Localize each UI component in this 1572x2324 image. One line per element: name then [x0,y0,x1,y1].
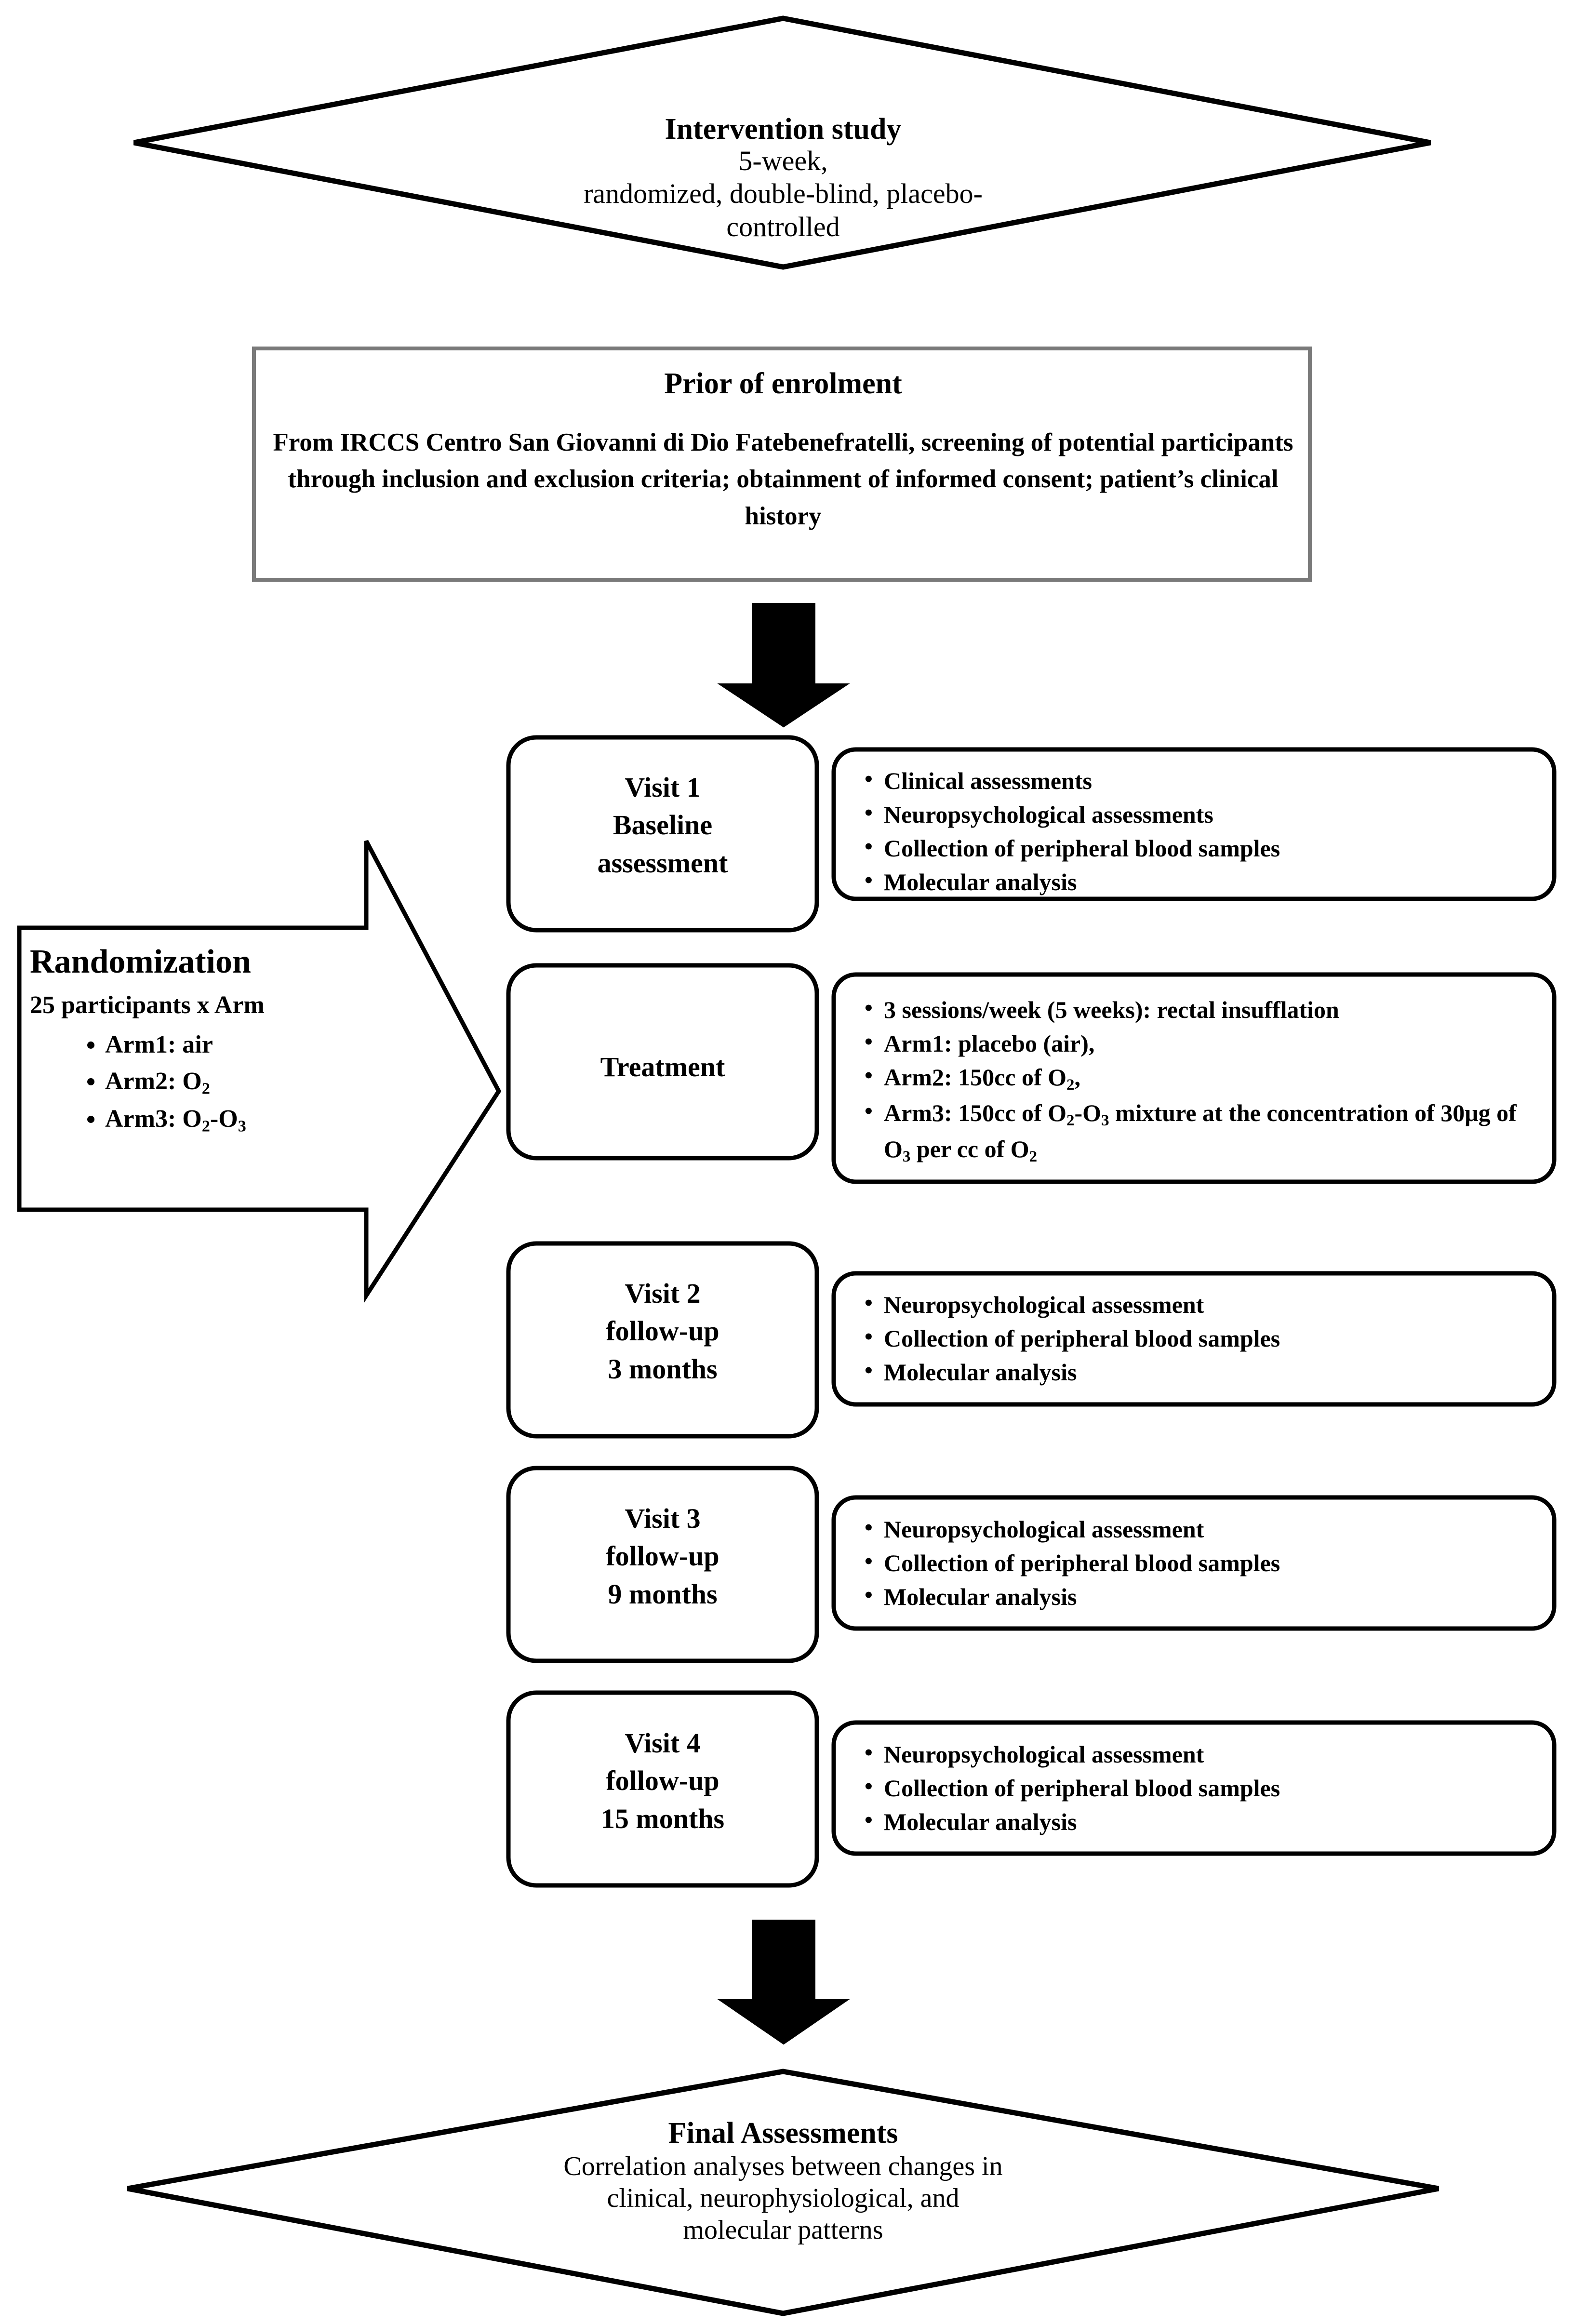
arm-label-1: Arm1: air [105,1031,213,1058]
final-assessments-title: Final Assessments [668,2117,898,2150]
detail-item: Molecular analysis [863,864,1537,899]
arrow-visits-to-final-icon [717,1920,850,2045]
detail-text: Clinical assessments [884,767,1092,794]
stage-label-treatment: Treatment [600,1051,725,1082]
detail-item: Arm3: 150cc of O2-O3 mixture at the conc… [863,1095,1537,1168]
randomization-arm-item: Arm1: air [105,1027,471,1063]
stage-box-visit-1 [506,735,819,933]
arm-label-3: Arm3: O2-O3 [105,1105,246,1135]
detail-item: Molecular analysis [863,1579,1537,1614]
detail-text: Collection of peripheral blood samples [884,1775,1280,1802]
final-assessments-diamond [127,2069,1439,2316]
randomization-subtitle: 25 participants x Arm [30,991,265,1019]
detail-item: Neuropsychological assessment [863,1287,1537,1322]
detail-item: Arm1: placebo (air), [863,1026,1537,1060]
intervention-study-title: Intervention study [665,113,902,146]
detail-text: Arm3: 150cc of O2-O3 mixture at the conc… [884,1099,1517,1166]
detail-text: Molecular analysis [884,1359,1077,1386]
detail-text: Collection of peripheral blood samples [884,1549,1280,1576]
stage-box-visit-4 [506,1690,819,1888]
detail-text: Molecular analysis [884,1583,1077,1610]
intervention-study-subtitle: 5-week, randomized, double-blind, placeb… [584,145,983,242]
randomization-arrow-shape [17,840,502,1303]
detail-item: Collection of peripheral blood samples [863,830,1537,865]
prior-of-enrolment-title: Prior of enrolment [664,367,902,400]
detail-text: 3 sessions/week (5 weeks): rectal insuff… [884,996,1339,1023]
prior-of-enrolment-body: From IRCCS Centro San Giovanni di Dio Fa… [273,428,1293,530]
stage-box-visit-2 [506,1241,819,1439]
intervention-study-diamond [133,15,1431,270]
detail-text: Collection of peripheral blood samples [884,1325,1280,1352]
detail-text: Neuropsychological assessment [884,1516,1204,1543]
detail-text: Arm2: 150cc of O2, [884,1064,1081,1094]
detail-list-visit-1: Clinical assessments Neuropsychological … [863,763,1537,899]
detail-item: Molecular analysis [863,1354,1537,1389]
detail-text: Neuropsychological assessment [884,1741,1204,1768]
detail-item: Collection of peripheral blood samples [863,1545,1537,1580]
randomization-title: Randomization [30,943,251,980]
detail-item: Arm2: 150cc of O2, [863,1059,1537,1096]
detail-item: Neuropsychological assessment [863,1736,1537,1771]
detail-item: Neuropsychological assessment [863,1511,1537,1546]
detail-item: Neuropsychological assessments [863,797,1537,831]
final-assessments-subtitle: Correlation analyses between changes in … [563,2151,1003,2245]
stage-box-treatment [506,963,819,1161]
detail-text: Molecular analysis [884,1808,1077,1835]
randomization-arm-item: Arm2: O2 [105,1063,471,1101]
arrow-prior-to-visits-icon [717,603,850,728]
stage-box-visit-3 [506,1466,819,1663]
randomization-arm-item: Arm3: O2-O3 [105,1101,471,1138]
detail-list-visit-3: Neuropsychological assessment Collection… [863,1511,1537,1614]
detail-text: Collection of peripheral blood samples [884,835,1280,862]
detail-item: Collection of peripheral blood samples [863,1321,1537,1355]
detail-item: Collection of peripheral blood samples [863,1770,1537,1805]
arm-label-2: Arm2: O2 [105,1067,210,1098]
detail-text: Arm1: placebo (air), [884,1030,1095,1057]
prior-of-enrolment-box [252,347,1312,582]
detail-text: Neuropsychological assessments [884,801,1213,828]
detail-text: Molecular analysis [884,868,1077,895]
detail-item: Molecular analysis [863,1804,1537,1839]
detail-item: Clinical assessments [863,763,1537,798]
detail-list-visit-4: Neuropsychological assessment Collection… [863,1736,1537,1839]
detail-list-visit-2: Neuropsychological assessment Collection… [863,1287,1537,1389]
detail-list-treatment: 3 sessions/week (5 weeks): rectal insuff… [863,992,1537,1168]
randomization-arm-list: Arm1: air Arm2: O2 Arm3: O2-O3 [77,1027,471,1138]
detail-item: 3 sessions/week (5 weeks): rectal insuff… [863,992,1537,1027]
detail-text: Neuropsychological assessment [884,1291,1204,1318]
